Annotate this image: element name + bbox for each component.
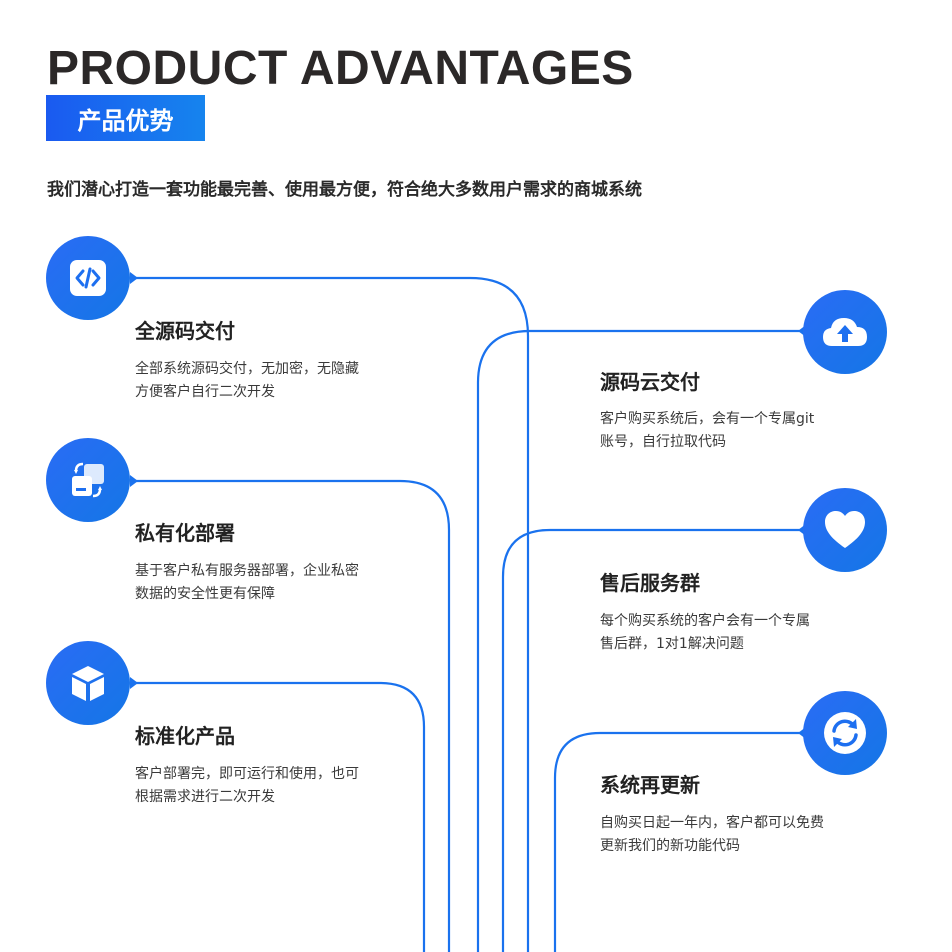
feature-icon-circle: [46, 438, 130, 522]
feature-title: 系统再更新: [600, 773, 700, 797]
feature-icon-circle: [803, 290, 887, 374]
cloud-upload-icon: [823, 318, 867, 346]
intro-text: 我们潜心打造一套功能最完善、使用最方便，符合绝大多数用户需求的商城系统: [47, 180, 642, 200]
feature-description: 基于客户私有服务器部署，企业私密 数据的安全性更有保障: [135, 560, 359, 606]
feature-description-line: 售后群，1对1解决问题: [600, 636, 744, 652]
feature-description: 客户部署完，即可运行和使用，也可 根据需求进行二次开发: [135, 763, 359, 809]
feature-title: 标准化产品: [135, 724, 235, 748]
feature-description-line: 自购买日起一年内，客户都可以免费: [600, 815, 824, 831]
cube-icon: [72, 666, 104, 701]
feature-title: 全源码交付: [135, 319, 235, 343]
feature-icon-circle: [46, 641, 130, 725]
feature-description-line: 客户购买系统后，会有一个专属git: [600, 411, 815, 427]
page-title: PRODUCT ADVANTAGES: [47, 42, 634, 95]
feature-icon-circle: [803, 488, 887, 572]
feature-description-line: 根据需求进行二次开发: [135, 789, 275, 805]
feature-description: 自购买日起一年内，客户都可以免费 更新我们的新功能代码: [600, 812, 824, 858]
feature-icon-circle: [46, 236, 130, 320]
feature-description: 客户购买系统后，会有一个专属git 账号，自行拉取代码: [600, 408, 814, 454]
feature-description-line: 更新我们的新功能代码: [600, 838, 740, 854]
feature-icon-circle: [803, 691, 887, 775]
feature-description-line: 客户部署完，即可运行和使用，也可: [135, 766, 359, 782]
deploy-icon: [72, 462, 104, 498]
feature-title: 源码云交付: [600, 370, 700, 394]
feature-description-line: 全部系统源码交付，无加密，无隐藏: [135, 361, 359, 377]
feature-description: 全部系统源码交付，无加密，无隐藏 方便客户自行二次开发: [135, 358, 359, 404]
feature-title: 私有化部署: [135, 521, 235, 545]
feature-description-line: 基于客户私有服务器部署，企业私密: [135, 563, 359, 579]
feature-description-line: 账号，自行拉取代码: [600, 434, 726, 450]
feature-description-line: 方便客户自行二次开发: [135, 384, 275, 400]
feature-description: 每个购买系统的客户会有一个专属 售后群，1对1解决问题: [600, 610, 810, 656]
feature-description-line: 数据的安全性更有保障: [135, 586, 275, 602]
heart-icon: [825, 511, 865, 548]
feature-title: 售后服务群: [600, 571, 700, 595]
feature-description-line: 每个购买系统的客户会有一个专属: [600, 613, 810, 629]
refresh-icon: [824, 712, 866, 754]
page-subtitle-badge: 产品优势: [46, 95, 205, 141]
code-icon: [70, 260, 106, 296]
